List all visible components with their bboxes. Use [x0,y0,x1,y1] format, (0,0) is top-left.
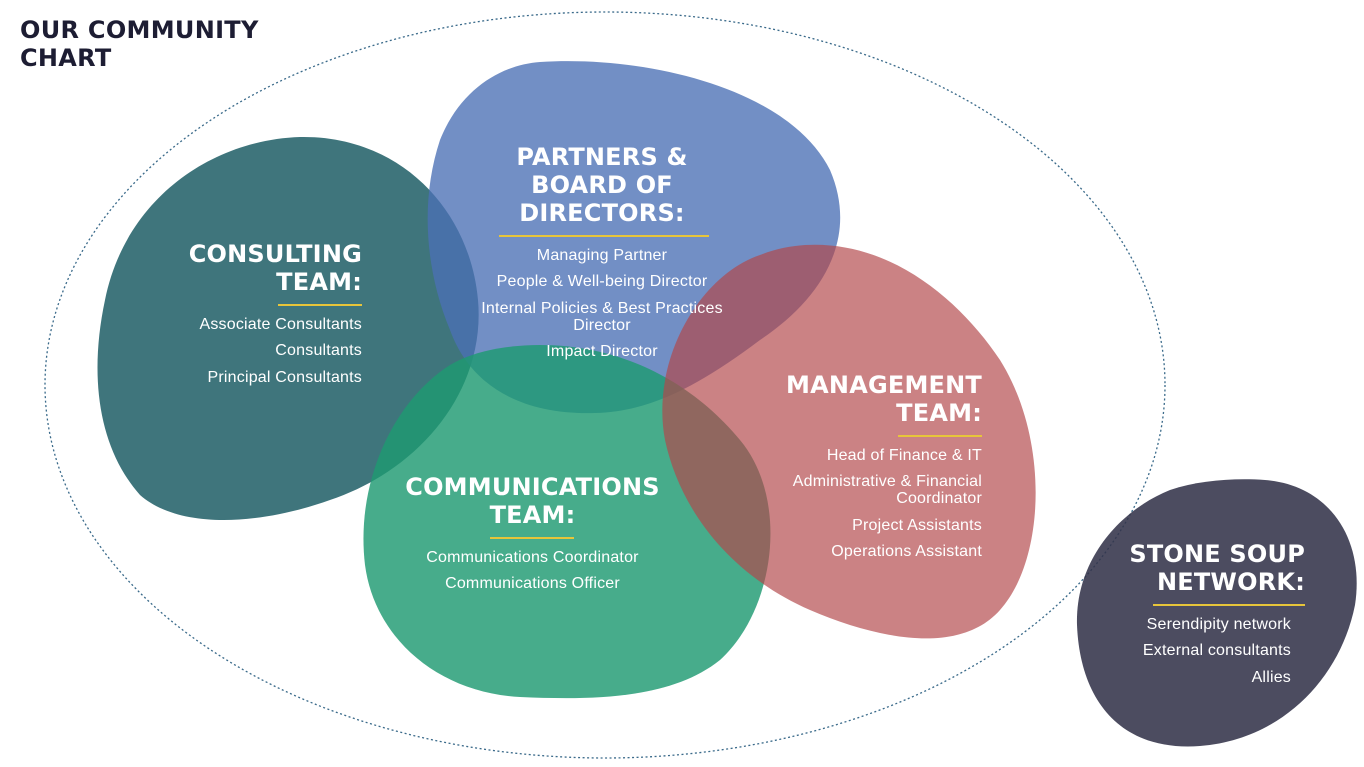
communications-team: COMMUNICATIONS TEAM: Communications Coor… [395,473,670,602]
network-rule [1153,604,1305,606]
network-title: STONE SOUP NETWORK: [1129,540,1305,596]
list-item: Operations Assistant [831,543,982,560]
management-list: Head of Finance & IT Administrative & Fi… [760,447,982,561]
consulting-title: CONSULTING TEAM: [188,240,362,296]
partners-rule [499,235,709,237]
consulting-blob [97,136,479,520]
network-list: Serendipity network External consultants… [1110,616,1305,686]
list-item: Impact Director [546,343,658,360]
list-item: Communications Coordinator [426,548,639,566]
page-title: OUR COMMUNITY CHART [20,16,280,72]
list-item: Project Assistants [852,516,982,534]
management-rule [898,435,982,437]
list-item: Internal Policies & Best Practices Direc… [481,299,723,334]
management-blob [662,244,1036,639]
list-item: External consultants [1142,642,1291,659]
network-team: STONE SOUP NETWORK: Serendipity network … [1110,540,1305,695]
community-outline [44,11,1166,759]
consulting-list: Associate Consultants Consultants Princi… [160,316,362,386]
partners-title: PARTNERS & BOARD OF DIRECTORS: [516,143,688,227]
list-item: Communications Officer [445,575,620,592]
list-item: Administrative & Financial Coordinator [792,473,982,507]
partners-list: Managing Partner People & Well-being Dir… [452,247,752,361]
communications-rule [490,537,574,539]
list-item: Serendipity network [1146,615,1291,633]
list-item: Allies [1251,668,1291,686]
communications-title: COMMUNICATIONS TEAM: [405,473,660,529]
partners-team: PARTNERS & BOARD OF DIRECTORS: Managing … [452,143,752,370]
consulting-team: CONSULTING TEAM: Associate Consultants C… [160,240,362,395]
list-item: Associate Consultants [199,315,362,333]
title-text: OUR COMMUNITY CHART [20,16,259,72]
list-item: Head of Finance & IT [826,446,982,464]
list-item: Managing Partner [536,246,668,264]
list-item: People & Well-being Director [496,273,708,290]
list-item: Principal Consultants [207,368,362,386]
communications-list: Communications Coordinator Communication… [395,549,670,593]
management-title: MANAGEMENT TEAM: [786,371,982,427]
management-team: MANAGEMENT TEAM: Head of Finance & IT Ad… [760,371,982,570]
list-item: Consultants [275,342,362,359]
consulting-rule [278,304,362,306]
network-blob [1076,479,1357,747]
